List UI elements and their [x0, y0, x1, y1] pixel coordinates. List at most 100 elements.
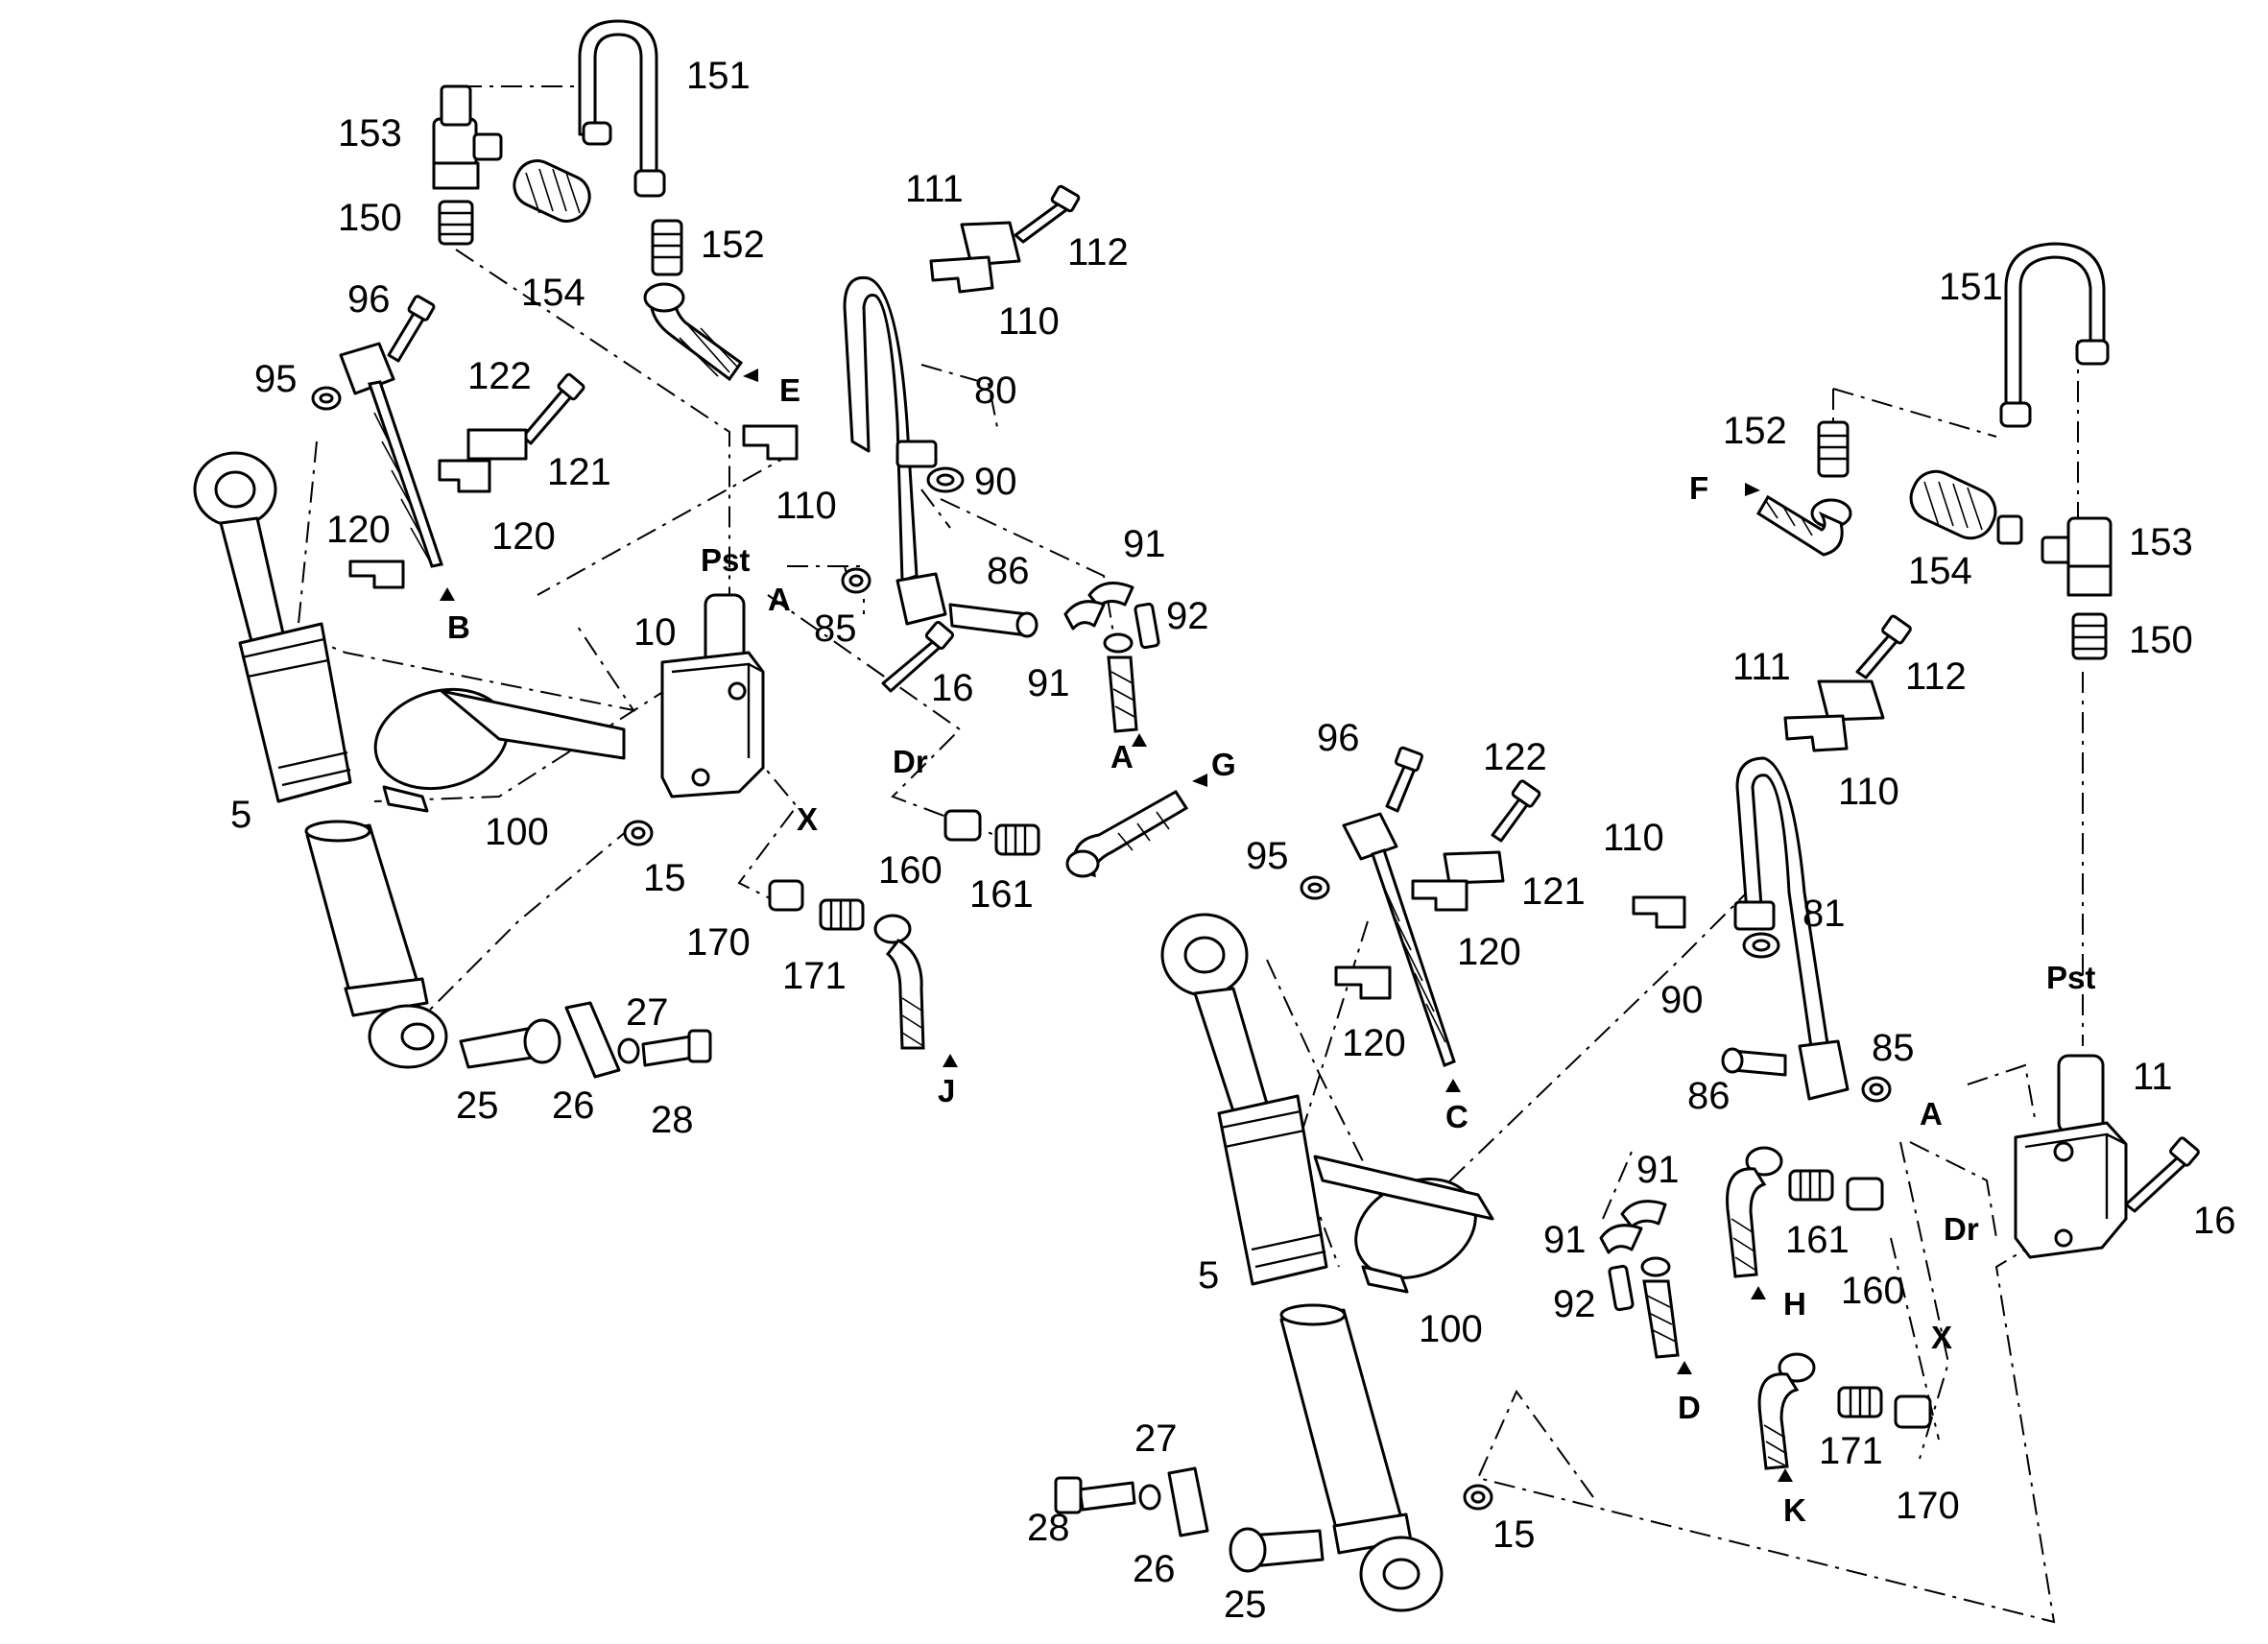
fitting-170b [1894, 1394, 1932, 1429]
label-153b: 153 [2129, 521, 2193, 563]
label-G: G [1211, 747, 1236, 782]
label-92b: 92 [1553, 1283, 1596, 1325]
label-160a: 160 [878, 849, 943, 892]
label-91a: 91 [1123, 523, 1166, 565]
label-26a: 26 [552, 1084, 595, 1127]
flange-81 [1798, 1039, 1850, 1101]
clip-121 [466, 428, 528, 461]
label-150b: 150 [2129, 619, 2193, 661]
label-J: J [938, 1073, 955, 1108]
assembly-left [193, 19, 1189, 1079]
label-Pst-a: Pst [701, 542, 750, 578]
arrow-J [943, 1054, 958, 1067]
u-pipe-80 [843, 275, 919, 583]
arrow-G [1192, 774, 1207, 787]
tee-153-bottom [432, 161, 480, 190]
arrow-E [743, 369, 758, 382]
cylinder-5a-body [238, 622, 352, 803]
label-25b: 25 [1224, 1584, 1267, 1626]
clip-120a [438, 459, 491, 493]
label-111b: 111 [1732, 646, 1791, 688]
label-171b: 171 [1819, 1430, 1883, 1472]
label-121a: 121 [547, 451, 611, 493]
hose-K [1757, 1372, 1800, 1470]
label-H: H [1783, 1286, 1806, 1322]
collar-91b [1063, 600, 1106, 631]
fitting-160b [1846, 1177, 1884, 1211]
label-95a: 95 [254, 358, 298, 400]
callout-arrows [440, 369, 1793, 1482]
plate-26a [564, 1001, 621, 1079]
clip-120c [1411, 879, 1468, 912]
label-150a: 150 [338, 197, 402, 239]
label-152a: 152 [701, 224, 765, 266]
cylinder-5a-rod [219, 516, 285, 643]
part-labels: 151 153 150 152 154 111 112 110 80 E 96 … [230, 55, 2236, 1626]
label-91c: 91 [1636, 1149, 1680, 1191]
label-91d: 91 [1543, 1219, 1587, 1261]
label-110b: 110 [776, 485, 837, 527]
coil-154 [513, 159, 591, 223]
label-120d: 120 [1342, 1022, 1406, 1064]
label-154b: 154 [1908, 550, 1972, 592]
label-A-arrow: A [1110, 739, 1134, 774]
collar-91c [1620, 1200, 1667, 1228]
hose-H [1726, 1167, 1767, 1278]
label-Dr-a: Dr [893, 744, 928, 779]
washer-27a [617, 1037, 640, 1064]
label-111a: 111 [905, 168, 964, 210]
tee-153-top [440, 84, 472, 127]
label-10: 10 [633, 611, 677, 654]
label-15b: 15 [1492, 1513, 1536, 1556]
nut-151-right [633, 169, 666, 198]
label-110c: 110 [1838, 771, 1899, 813]
arrow-F [1745, 483, 1760, 496]
label-153a: 153 [338, 112, 402, 155]
label-120c: 120 [1457, 931, 1521, 973]
arrow-B [440, 587, 455, 601]
plate-111 [960, 221, 1021, 267]
clip-110c [1783, 714, 1849, 752]
valve-11-body [2014, 1121, 2128, 1259]
clamp-bracket-100a [440, 689, 626, 760]
label-F: F [1689, 470, 1708, 506]
nut-151-left [582, 121, 612, 146]
fitting-160a [943, 809, 982, 842]
clamp-plate [339, 342, 395, 395]
label-100b: 100 [1419, 1308, 1483, 1350]
label-85b: 85 [1872, 1027, 1915, 1069]
label-Dr-b: Dr [1944, 1211, 1979, 1247]
bolt-112 [1014, 200, 1069, 244]
label-E: E [779, 372, 800, 408]
label-86b: 86 [1687, 1075, 1731, 1117]
cylinder-5b-rod [1193, 987, 1269, 1113]
label-5b: 5 [1198, 1254, 1219, 1297]
clamp-bracket-100b [1313, 1155, 1494, 1221]
label-92a: 92 [1166, 595, 1209, 637]
label-90a: 90 [974, 461, 1017, 503]
label-27b: 27 [1134, 1418, 1178, 1460]
label-80: 80 [974, 369, 1017, 412]
label-91b: 91 [1027, 662, 1070, 704]
plate-111b [1817, 679, 1885, 722]
coil-154b [1909, 469, 1997, 540]
clip-120d [1334, 965, 1392, 1000]
flange-80 [895, 572, 947, 626]
arrow-H [1751, 1286, 1766, 1299]
label-152b: 152 [1723, 410, 1787, 452]
label-25a: 25 [456, 1084, 499, 1127]
assembly-right [1054, 242, 2200, 1612]
leader-lines [296, 85, 2084, 1624]
u-pipe-81 [1735, 756, 1830, 1056]
label-85a: 85 [814, 608, 857, 650]
label-122a: 122 [467, 355, 532, 397]
label-161a: 161 [969, 873, 1034, 916]
hose-F [1755, 494, 1844, 557]
label-122b: 122 [1483, 736, 1547, 778]
bolt-28a [641, 1035, 695, 1067]
fitting-161a [994, 823, 1040, 856]
label-170b: 170 [1896, 1485, 1960, 1527]
label-170a: 170 [686, 921, 751, 964]
arrow-C [1445, 1079, 1461, 1092]
